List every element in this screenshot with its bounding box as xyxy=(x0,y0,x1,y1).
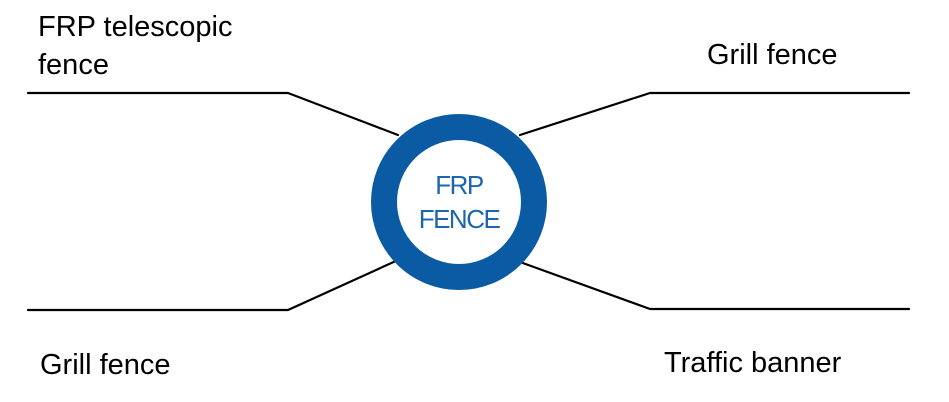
branch-label-top-left-line2: fence xyxy=(38,49,109,81)
branch-label-top-right: Grill fence xyxy=(707,39,838,71)
center-hub-line2: FENCE xyxy=(418,204,501,234)
connector-top-left xyxy=(26,91,400,137)
branch-label-bottom-right: Traffic banner xyxy=(664,347,842,379)
connector-bottom-left xyxy=(26,258,400,312)
connector-top-right xyxy=(518,91,911,137)
center-hub-ring: FRP FENCE xyxy=(371,114,547,290)
branch-label-bottom-left: Grill fence xyxy=(40,349,171,381)
center-hub-line1: FRP xyxy=(435,170,484,200)
connector-bottom-right xyxy=(518,260,911,311)
branch-label-top-left: FRP telescopic fence xyxy=(38,8,233,84)
branch-label-top-left-line1: FRP telescopic xyxy=(38,11,233,43)
